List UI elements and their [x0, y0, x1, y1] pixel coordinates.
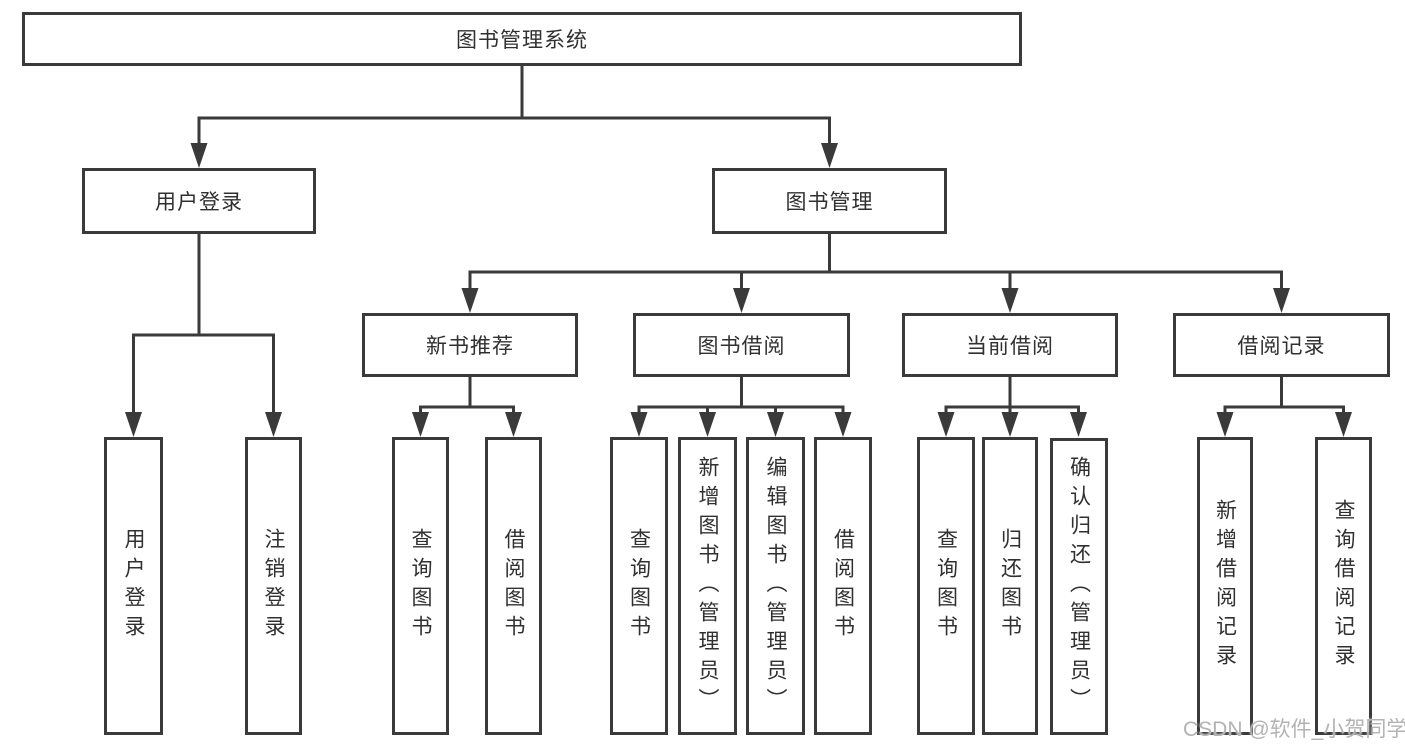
leaf-borrow-books: 借阅图书 — [814, 437, 872, 735]
leaf-return-books: 归还图书 — [982, 437, 1038, 735]
leaf-query-books-current: 查询图书 — [917, 437, 975, 735]
leaf-label: 查询图书 — [934, 528, 958, 644]
leaf-label: 查询图书 — [627, 528, 651, 644]
node-user-login: 用户登录 — [82, 168, 316, 234]
leaf-label: 新增借阅记录 — [1213, 499, 1237, 673]
leaf-label: 注销登录 — [262, 528, 285, 644]
leaf-label: 归还图书 — [998, 528, 1022, 644]
leaf-confirm-return-admin: 确认归还（管理员） — [1050, 438, 1108, 735]
leaf-label: 新增图书（管理员） — [696, 455, 719, 717]
leaf-label: 借阅图书 — [502, 528, 525, 644]
leaf-query-books-borrow: 查询图书 — [610, 437, 668, 735]
leaf-label: 查询图书 — [409, 528, 432, 644]
leaf-label: 编辑图书（管理员） — [764, 455, 787, 717]
leaf-add-borrow-record: 新增借阅记录 — [1197, 437, 1253, 735]
leaf-query-borrow-record: 查询借阅记录 — [1315, 437, 1372, 735]
csdn-watermark: CSDN @软件_小贺同学 — [1183, 718, 1405, 741]
leaf-add-book-admin: 新增图书（管理员） — [678, 437, 737, 735]
leaf-label: 用户登录 — [122, 528, 145, 644]
node-borrow-records: 借阅记录 — [1173, 313, 1390, 377]
leaf-borrow-books-recommend: 借阅图书 — [485, 437, 542, 735]
leaf-query-books-recommend: 查询图书 — [392, 437, 449, 735]
node-book-borrow: 图书借阅 — [633, 313, 850, 377]
node-new-book-recommend: 新书推荐 — [362, 313, 578, 377]
leaf-label: 确认归还（管理员） — [1067, 456, 1091, 717]
node-root: 图书管理系统 — [22, 12, 1022, 66]
leaf-label: 借阅图书 — [831, 528, 855, 644]
node-current-borrow: 当前借阅 — [902, 313, 1118, 377]
leaf-user-login: 用户登录 — [104, 437, 163, 735]
leaf-logout: 注销登录 — [245, 437, 302, 735]
leaf-label: 查询借阅记录 — [1332, 499, 1355, 673]
node-book-management: 图书管理 — [712, 168, 947, 234]
leaf-edit-book-admin: 编辑图书（管理员） — [746, 437, 805, 735]
